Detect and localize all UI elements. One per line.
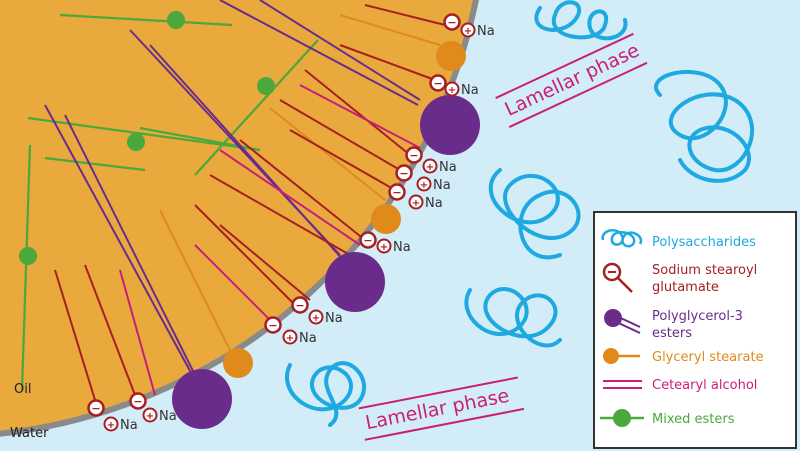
- glutamate-minus-head: [87, 399, 105, 417]
- sodium-plus-head: [142, 407, 158, 423]
- sodium-plus-head: [444, 81, 460, 97]
- plus-charge-symbol: +: [380, 242, 388, 253]
- sodium-counterions: + Na + Na + Na + Na + Na + Na + Na + Na + Na + Na: [103, 22, 495, 433]
- minus-charge-symbol: −: [409, 149, 418, 162]
- glyceryl-stearate-heads: [223, 41, 466, 378]
- polyglycerol-heads: [172, 95, 480, 429]
- lamellar-phase-bottom: Lamellar phase: [358, 376, 525, 441]
- polyglycerol-ester-icon: [604, 309, 641, 334]
- sodium-label: Na: [477, 24, 495, 39]
- minus-charge-symbol: −: [392, 186, 401, 199]
- glutamate-minus-head: [264, 316, 282, 334]
- sodium-label: Na: [159, 409, 177, 424]
- plus-charge-symbol: +: [426, 162, 434, 173]
- glutamate-minus-head: [395, 164, 413, 182]
- legend-label-mixed-esters: Mixed esters: [652, 412, 735, 427]
- plus-charge-symbol: +: [412, 198, 420, 209]
- mixed-ester-nodes: [19, 11, 275, 265]
- plus-charge-symbol: +: [146, 411, 154, 422]
- plus-charge-symbol: +: [107, 420, 115, 431]
- plus-charge-symbol: +: [464, 26, 472, 37]
- oil-region-label: Oil: [14, 382, 31, 397]
- sodium-label: Na: [439, 160, 457, 175]
- legend-label-cetearyl-alcohol: Cetearyl alcohol: [652, 378, 757, 393]
- sodium-plus-head: [460, 22, 476, 38]
- sodium-label: Na: [433, 178, 451, 193]
- minus-charge-symbol: −: [433, 77, 442, 90]
- glutamate-minus-head: [359, 231, 377, 249]
- minus-charge-symbol: −: [295, 299, 304, 312]
- sodium-label: Na: [393, 240, 411, 255]
- sodium-plus-head: [408, 194, 424, 210]
- lamellar-phase-top: Lamellar phase: [495, 32, 648, 128]
- glutamate-minus-head: [429, 74, 447, 92]
- oil-droplet: [0, 0, 474, 432]
- glutamate-minus-head: [443, 13, 461, 31]
- polysaccharide-coil-icon: [601, 228, 643, 248]
- legend-label-polysaccharides: Polysaccharides: [652, 235, 756, 250]
- sodium-label: Na: [461, 83, 479, 98]
- sodium-label: Na: [325, 311, 343, 326]
- minus-charge-symbol: −: [133, 395, 142, 408]
- sodium-label: Na: [120, 418, 138, 433]
- cetearyl-alcohol-icon: [603, 380, 642, 389]
- polysaccharide-coils: [285, 0, 755, 427]
- legend-label-glyceryl-stearate: Glyceryl stearate: [652, 350, 764, 365]
- sodium-plus-head: [308, 309, 324, 325]
- glutamate-charges: −−−−−−−−−−: [87, 13, 461, 417]
- sodium-plus-head: [103, 416, 119, 432]
- sodium-stearoyl-glutamate-icon: [602, 262, 633, 293]
- minus-charge-symbol: −: [91, 402, 100, 415]
- plus-charge-symbol: +: [286, 333, 294, 344]
- minus-charge-symbol: −: [399, 167, 408, 180]
- plus-charge-symbol: +: [448, 85, 456, 96]
- legend-label-ssg-line1: Sodium stearoyl: [652, 263, 757, 278]
- legend-label-pg3-line1: Polyglycerol-3: [652, 309, 743, 324]
- plus-charge-symbol: +: [420, 180, 428, 191]
- surfactant-tails: [44, 0, 446, 401]
- sodium-plus-head: [416, 176, 432, 192]
- legend-box: Polysaccharides Sodium stearoyl glutamat…: [593, 211, 797, 449]
- sodium-plus-head: [422, 158, 438, 174]
- sodium-label: Na: [299, 331, 317, 346]
- glutamate-minus-head: [129, 392, 147, 410]
- lamellar-phase-label-top: Lamellar phase: [501, 39, 642, 121]
- water-region-label: Water: [10, 426, 49, 441]
- glyceryl-stearate-icon: [603, 348, 640, 364]
- mixed-esters-icon: [600, 409, 644, 427]
- sodium-label: Na: [425, 196, 443, 211]
- sodium-plus-head: [376, 238, 392, 254]
- glutamate-minus-head: [388, 183, 406, 201]
- glutamate-minus-head: [291, 296, 309, 314]
- legend-label-pg3-line2: esters: [652, 326, 692, 341]
- minus-charge-symbol: −: [363, 234, 372, 247]
- glutamate-minus-head: [405, 146, 423, 164]
- plus-charge-symbol: +: [312, 313, 320, 324]
- minus-charge-symbol: −: [447, 16, 456, 29]
- minus-charge-symbol: −: [268, 319, 277, 332]
- legend-label-ssg-line2: glutamate: [652, 280, 719, 295]
- sodium-plus-head: [282, 329, 298, 345]
